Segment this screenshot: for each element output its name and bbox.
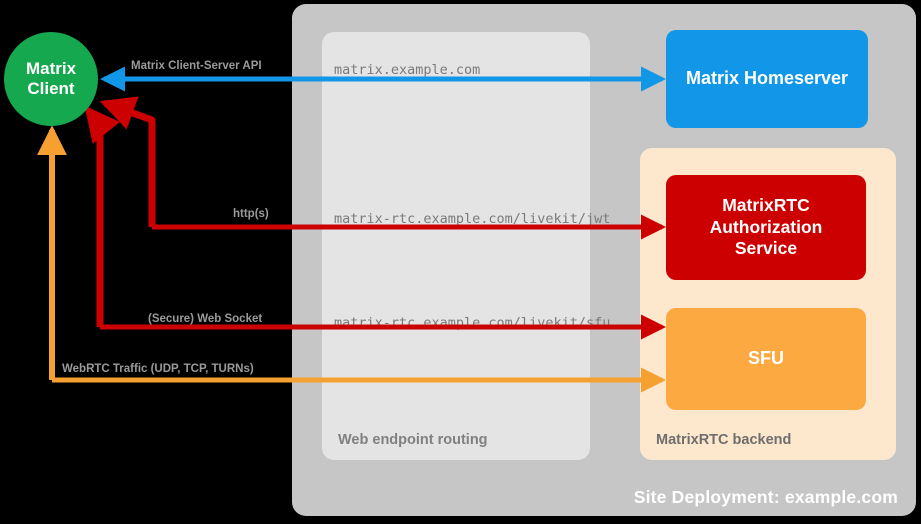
node-auth-service-line3: Service xyxy=(734,238,798,259)
node-auth-service-line2: Authorization xyxy=(709,216,823,237)
node-matrixrtc-authorization-service[interactable]: MatrixRTC Authorization Service xyxy=(666,175,866,280)
site-deployment-label: Site Deployment: example.com xyxy=(633,487,898,507)
endpoint-url-livekit-sfu: matrix-rtc.example.com/livekit/sfu xyxy=(334,315,611,331)
endpoint-url-matrix: matrix.example.com xyxy=(334,62,481,78)
web-endpoint-routing-label: Web endpoint routing xyxy=(338,432,488,448)
matrixrtc-backend-label: MatrixRTC backend xyxy=(656,432,792,448)
node-matrix-homeserver[interactable]: Matrix Homeserver xyxy=(666,30,868,128)
connector-label-matrix-client-server-api: Matrix Client-Server API xyxy=(131,60,262,72)
node-sfu[interactable]: SFU xyxy=(666,308,866,410)
node-matrix-client-line2: Client xyxy=(27,79,75,98)
connector-label-websocket: (Secure) Web Socket xyxy=(148,313,263,325)
connector-label-webrtc-traffic: WebRTC Traffic (UDP, TCP, TURNs) xyxy=(62,363,254,375)
connector-label-https: http(s) xyxy=(233,208,269,220)
node-matrix-client-line1: Matrix xyxy=(25,58,77,78)
node-auth-service-line1: MatrixRTC xyxy=(722,195,810,216)
node-matrix-client[interactable]: Matrix Client xyxy=(4,32,98,126)
endpoint-url-livekit-jwt: matrix-rtc.example.com/livekit/jwt xyxy=(334,211,611,227)
web-endpoint-routing-container: Web endpoint routing xyxy=(322,32,590,460)
